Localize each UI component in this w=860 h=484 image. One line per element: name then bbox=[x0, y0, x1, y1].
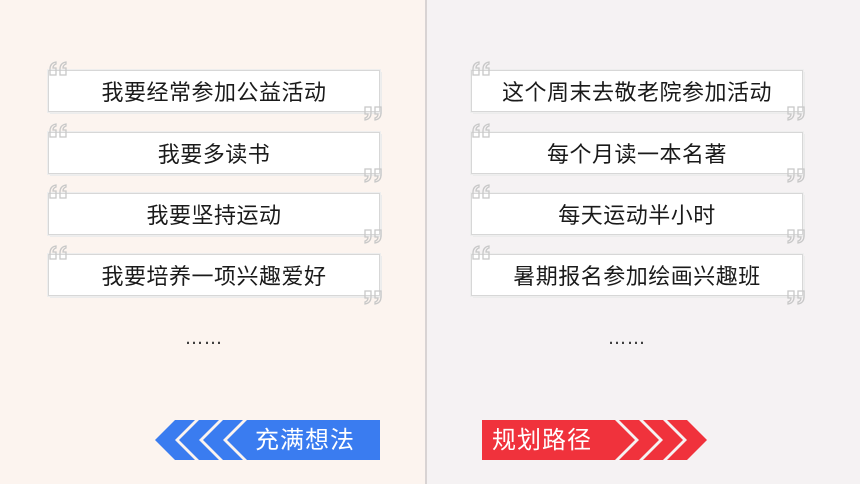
right-card-4: 暑期报名参加绘画兴趣班 bbox=[471, 245, 805, 305]
open-quote-icon bbox=[49, 123, 67, 138]
open-quote-icon bbox=[49, 245, 67, 260]
left-card-3: 我要坚持运动 bbox=[48, 184, 382, 244]
right-banner-label: 规划路径 bbox=[492, 426, 592, 454]
left-item-3: 我要坚持运动 bbox=[146, 204, 282, 229]
open-quote-icon bbox=[472, 245, 490, 260]
right-card-1: 这个周末去敬老院参加活动 bbox=[471, 61, 805, 121]
right-card-3: 每天运动半小时 bbox=[471, 184, 805, 244]
open-quote-icon bbox=[49, 61, 67, 76]
close-quote-icon bbox=[787, 168, 805, 183]
right-card-2: 每个月读一本名著 bbox=[471, 123, 805, 183]
close-quote-icon bbox=[787, 290, 805, 305]
left-ellipsis: …… bbox=[185, 328, 223, 349]
left-banner-label: 充满想法 bbox=[255, 426, 355, 454]
right-item-4: 暑期报名参加绘画兴趣班 bbox=[513, 265, 761, 290]
left-card-1: 我要经常参加公益活动 bbox=[48, 61, 382, 121]
right-item-2: 每个月读一本名著 bbox=[546, 143, 727, 168]
open-quote-icon bbox=[472, 61, 490, 76]
left-card-4: 我要培养一项兴趣爱好 bbox=[48, 245, 382, 305]
left-card-2: 我要多读书 bbox=[48, 123, 382, 183]
left-item-1: 我要经常参加公益活动 bbox=[101, 81, 327, 106]
open-quote-icon bbox=[472, 184, 490, 199]
center-divider bbox=[425, 0, 427, 484]
close-quote-icon bbox=[787, 229, 805, 244]
close-quote-icon bbox=[364, 290, 382, 305]
close-quote-icon bbox=[787, 106, 805, 121]
right-item-1: 这个周末去敬老院参加活动 bbox=[501, 81, 772, 106]
right-ellipsis: …… bbox=[608, 328, 646, 349]
left-item-4: 我要培养一项兴趣爱好 bbox=[101, 265, 327, 290]
open-quote-icon bbox=[472, 123, 490, 138]
close-quote-icon bbox=[364, 168, 382, 183]
right-item-3: 每天运动半小时 bbox=[558, 204, 716, 229]
chevron-left-icon bbox=[155, 420, 380, 460]
right-banner: 规划路径 bbox=[482, 420, 707, 460]
open-quote-icon bbox=[49, 184, 67, 199]
close-quote-icon bbox=[364, 229, 382, 244]
left-banner: 充满想法 bbox=[155, 420, 380, 460]
chevron-right-icon bbox=[482, 420, 707, 460]
close-quote-icon bbox=[364, 106, 382, 121]
left-item-2: 我要多读书 bbox=[157, 143, 271, 168]
